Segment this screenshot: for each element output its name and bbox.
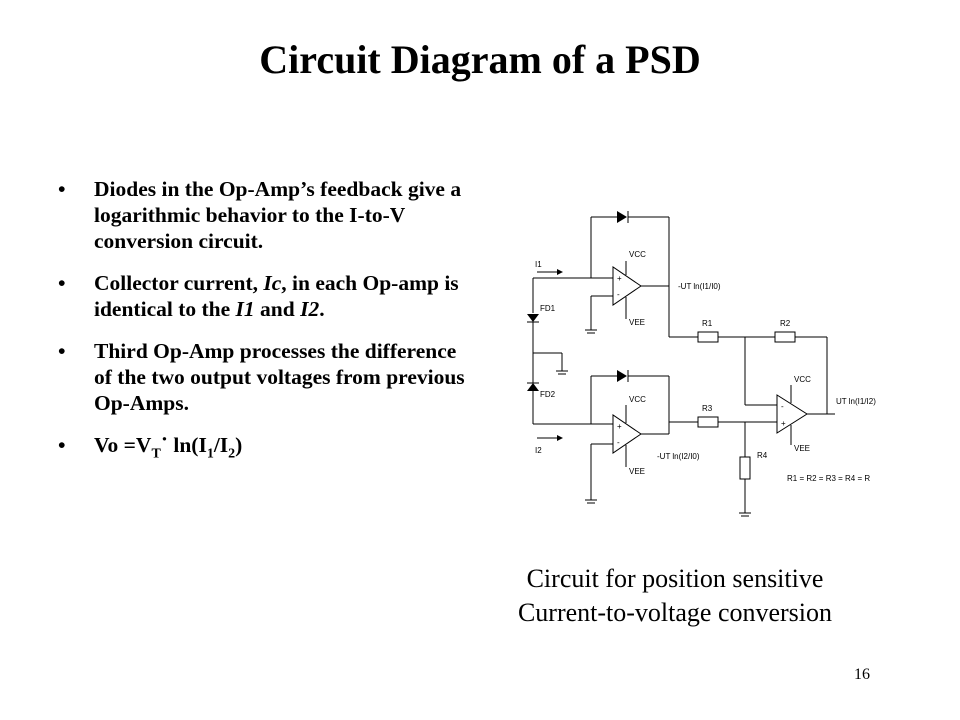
feedback-diode-1	[617, 211, 627, 223]
bullet-item-diodes: • Diodes in the Op-Amp’s feedback give a…	[58, 176, 468, 254]
fd1-label: FD1	[540, 304, 556, 313]
circuit-caption: Circuit for position sensitive Current-t…	[455, 562, 895, 630]
eq-part: )	[235, 433, 243, 457]
opamp-1-vcc-label: VCC	[629, 250, 646, 259]
bullet-item-third-opamp: • Third Op-Amp processes the difference …	[58, 338, 468, 416]
opamp-2-minus-sign: -	[617, 438, 620, 447]
slide-title: Circuit Diagram of a PSD	[259, 37, 701, 82]
opamp-1: + -	[612, 266, 642, 306]
page-number: 16	[854, 666, 870, 683]
resistor-r3	[697, 416, 719, 428]
opamp-2-vee-label: VEE	[629, 467, 645, 476]
bullet-text-end: .	[319, 297, 325, 321]
bullet-dot: •	[58, 433, 66, 457]
equation: Vo =VT· ln(I1/I2)	[94, 427, 243, 461]
caption-line-2: Current-to-voltage conversion	[517, 598, 833, 627]
eq-dot: ·	[160, 427, 168, 451]
r1-label: R1	[702, 319, 713, 328]
opamp-3-plus-sign: +	[781, 419, 786, 428]
opamp-2-output-label: -UT ln(I2/I0)	[657, 452, 700, 461]
ic-symbol: Ic	[263, 271, 282, 295]
opamp-3-vcc-label: VCC	[794, 375, 811, 384]
r2-label: R2	[780, 319, 791, 328]
opamp-2-plus-sign: +	[617, 422, 622, 431]
bullet-text: Diodes in the Op-Amp’s feedback give a l…	[94, 177, 462, 253]
resistor-r2	[774, 331, 796, 343]
bullet-list: • Diodes in the Op-Amp’s feedback give a…	[58, 176, 468, 483]
eq-sub: T	[151, 446, 161, 462]
input-i1-label: I1	[535, 260, 542, 269]
caption-line-1: Circuit for position sensitive	[526, 564, 824, 593]
r3-label: R3	[702, 404, 713, 413]
eq-part: /I	[213, 433, 229, 457]
psd-circuit-diagram: + - VCC VEE I1 FD1 FD2 I2 -UT ln(I1/I0) …	[527, 211, 876, 517]
eq-sub: 1	[206, 446, 214, 462]
opamp-1-vee-label: VEE	[629, 318, 645, 327]
opamp-2: + -	[612, 414, 642, 454]
opamp-2-vcc-label: VCC	[629, 395, 646, 404]
photodiode-fd1	[527, 314, 539, 322]
r4-label: R4	[757, 451, 768, 460]
fd2-label: FD2	[540, 390, 556, 399]
bullet-dot: •	[58, 177, 66, 201]
opamp-3: - +	[776, 394, 808, 434]
bullet-dot: •	[58, 271, 66, 295]
photodiode-fd2	[527, 383, 539, 391]
feedback-diode-2	[617, 370, 627, 382]
bullet-text-pre: Collector current,	[94, 271, 264, 295]
resistor-equality-label: R1 = R2 = R3 = R4 = R	[787, 474, 870, 483]
i2-symbol: I2	[300, 297, 320, 321]
opamp-1-plus-sign: +	[617, 274, 622, 283]
bullet-text-and: and	[254, 297, 301, 321]
bullet-item-equation: • Vo =VT· ln(I1/I2)	[58, 427, 468, 467]
bullet-item-collector-current: • Collector current, Ic, in each Op-amp …	[58, 270, 468, 322]
bullet-dot: •	[58, 339, 66, 363]
opamp-3-output-label: UT ln(I1/I2)	[836, 397, 876, 406]
opamp-3-vee-label: VEE	[794, 444, 810, 453]
i1-symbol: I1	[235, 297, 255, 321]
bullet-text: Third Op-Amp processes the difference of…	[94, 339, 465, 415]
opamp-3-minus-sign: -	[781, 402, 784, 411]
resistor-r1	[697, 331, 719, 343]
eq-sub: 2	[228, 446, 236, 462]
opamp-1-minus-sign: -	[617, 290, 620, 299]
input-i2-label: I2	[535, 446, 542, 455]
eq-part: Vo =V	[94, 433, 152, 457]
resistor-r4	[739, 456, 751, 480]
eq-part: ln(I	[167, 433, 207, 457]
opamp-1-output-label: -UT ln(I1/I0)	[678, 282, 721, 291]
bullet-text-mid: , in each Op-amp is identical to the	[94, 271, 459, 321]
